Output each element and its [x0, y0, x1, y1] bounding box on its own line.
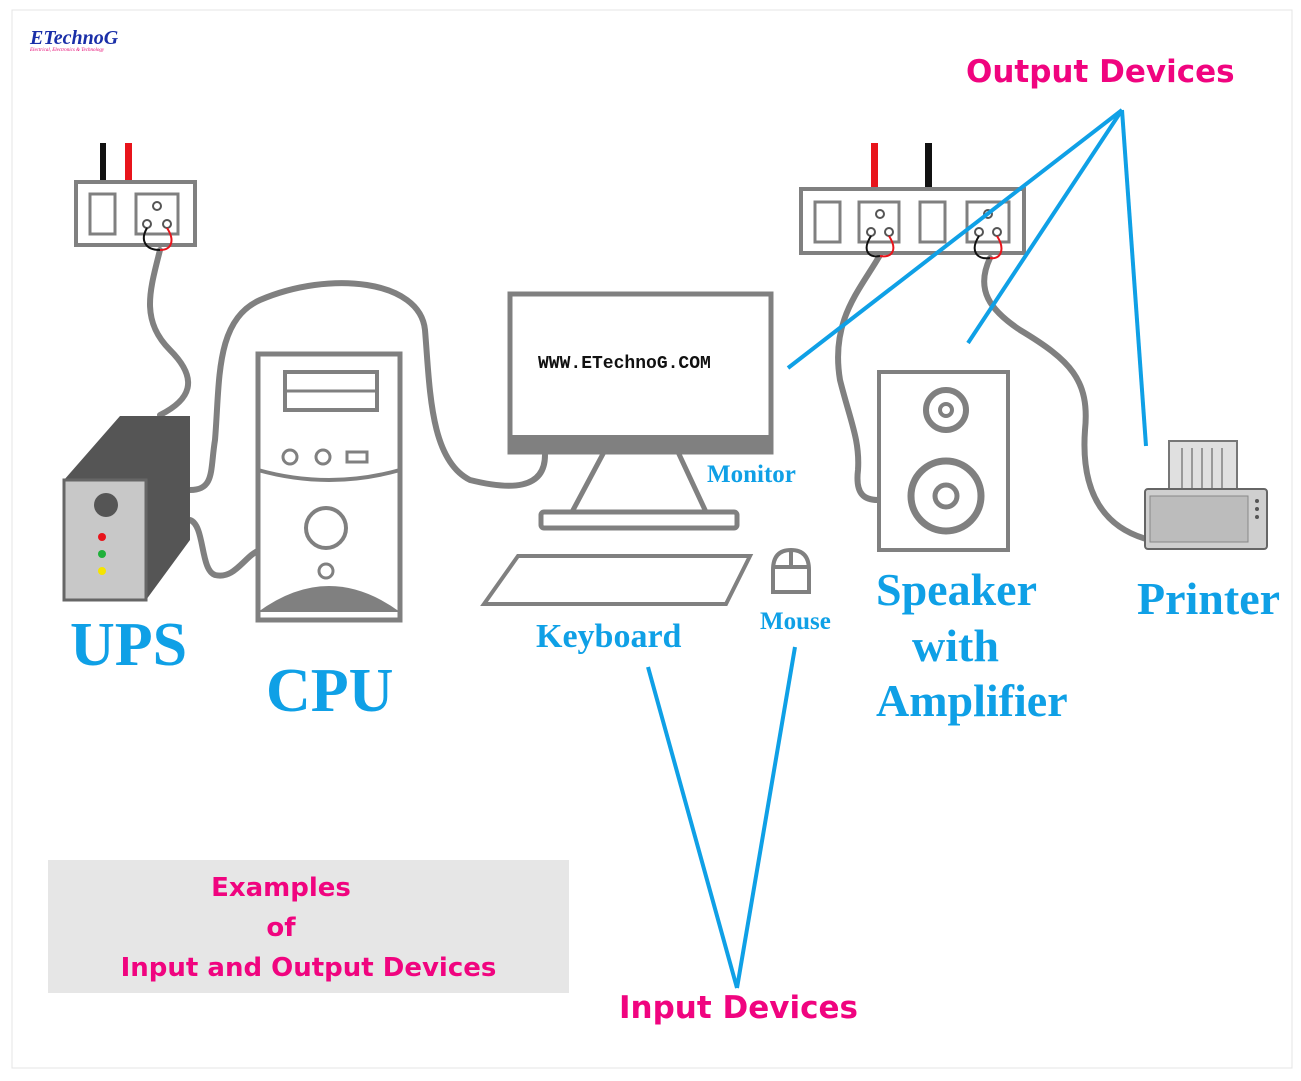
label-monitor: Monitor [707, 461, 796, 488]
monitor [507, 291, 774, 531]
label-cpu: CPU [266, 657, 394, 725]
output-wall-socket [799, 143, 1026, 260]
heading-output-devices: Output Devices [966, 54, 1235, 90]
label-mouse: Mouse [760, 608, 831, 635]
label-speaker-2: with [912, 620, 999, 671]
label-ups: UPS [70, 611, 188, 679]
label-speaker-3: Amplifier [876, 675, 1068, 726]
logo-tagline: Electrical, Electronics & Technology [30, 48, 105, 53]
cpu-tower [255, 351, 403, 623]
logo-brand: ETechnoG [30, 27, 119, 49]
frame-border [11, 9, 1293, 1069]
mouse [771, 547, 811, 594]
label-speaker-1: Speaker [876, 564, 1037, 615]
caption-line-3: Input and Output Devices [120, 953, 497, 983]
monitor-screen-text: WWW.ETechnoG.COM [538, 354, 711, 374]
pointer-lines [646, 108, 1148, 989]
ups-wall-socket [74, 143, 197, 251]
caption-line-1: Examples [211, 873, 351, 903]
ups-unit [62, 416, 190, 602]
caption: Examples of Input and Output Devices [48, 868, 569, 988]
caption-line-2: of [266, 913, 296, 943]
label-keyboard: Keyboard [536, 618, 682, 655]
caption-box [48, 860, 569, 993]
speaker [877, 370, 1010, 552]
printer [1144, 440, 1268, 550]
label-printer: Printer [1137, 573, 1281, 624]
logo: ETechnoG Electrical, Electronics & Techn… [30, 28, 118, 53]
heading-input-devices: Input Devices [619, 990, 858, 1026]
keyboard [480, 554, 754, 606]
